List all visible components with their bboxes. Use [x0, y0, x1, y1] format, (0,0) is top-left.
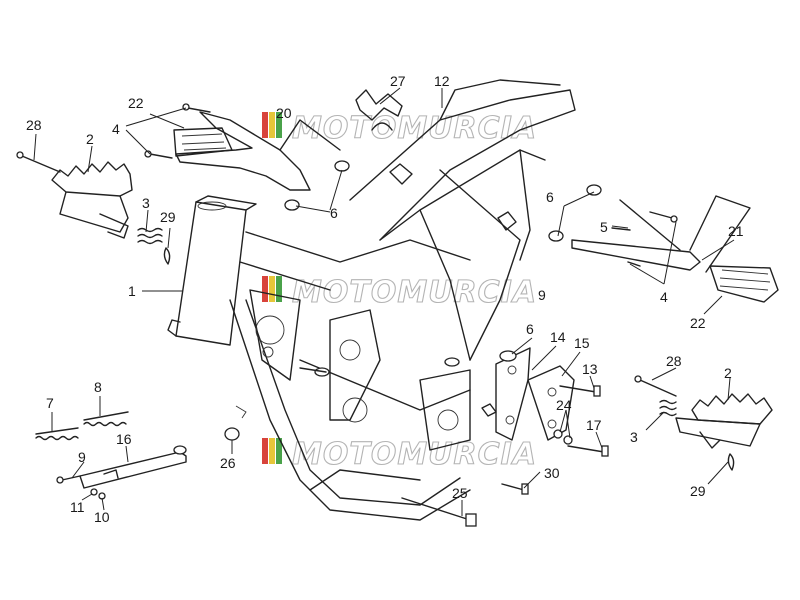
label-part-20: 20 [276, 105, 292, 121]
label-part-26: 26 [220, 455, 236, 471]
label-part-9: 9 [538, 287, 546, 303]
main-frame [167, 79, 576, 521]
label-part-2: 2 [724, 365, 732, 381]
label-part-14: 14 [550, 329, 566, 345]
side-stand-assembly [35, 411, 187, 500]
label-part-17: 17 [586, 417, 602, 433]
label-part-9: 9 [78, 449, 86, 465]
callout-labels: 1 2 2 3 3 4 4 5 6 6 6 7 8 9 9 10 11 12 1… [26, 73, 744, 525]
label-part-11: 11 [70, 499, 85, 515]
label-part-28: 28 [26, 117, 42, 133]
watermark-text: MOTOMURCIA [292, 437, 537, 472]
watermark-top: MOTOMURCIA [262, 110, 537, 147]
right-footpeg-assembly [634, 375, 773, 471]
label-part-6: 6 [546, 189, 554, 205]
leader-lines [33, 87, 735, 516]
watermark-bottom: MOTOMURCIA [262, 436, 537, 473]
label-part-28: 28 [666, 353, 682, 369]
label-part-3: 3 [142, 195, 150, 211]
label-part-6: 6 [526, 321, 534, 337]
left-footpeg-assembly [16, 151, 171, 265]
label-part-21: 21 [728, 223, 744, 239]
label-part-4: 4 [112, 121, 120, 137]
cable-clip [355, 89, 517, 231]
label-part-22: 22 [128, 95, 144, 111]
lower-fasteners [224, 367, 529, 527]
label-part-25: 25 [452, 485, 468, 501]
label-part-22: 22 [690, 315, 706, 331]
label-part-12: 12 [434, 73, 450, 89]
label-part-13: 13 [582, 361, 598, 377]
label-part-8: 8 [94, 379, 102, 395]
label-part-6: 6 [330, 205, 338, 221]
watermark-middle: MOTOMURCIA [262, 274, 537, 311]
label-part-4: 4 [660, 289, 668, 305]
label-part-2: 2 [86, 131, 94, 147]
label-part-27: 27 [390, 73, 406, 89]
label-part-10: 10 [94, 509, 110, 525]
watermark-text: MOTOMURCIA [292, 275, 537, 310]
label-part-30: 30 [544, 465, 560, 481]
label-part-1: 1 [128, 283, 136, 299]
label-part-29: 29 [160, 209, 176, 225]
label-part-5: 5 [600, 219, 608, 235]
label-part-29: 29 [690, 483, 706, 499]
label-part-24: 24 [556, 397, 572, 413]
label-part-15: 15 [574, 335, 590, 351]
label-part-16: 16 [116, 431, 132, 447]
label-part-7: 7 [46, 395, 54, 411]
watermark-text: MOTOMURCIA [292, 111, 537, 146]
label-part-3: 3 [630, 429, 638, 445]
right-passenger-bracket [548, 184, 779, 303]
